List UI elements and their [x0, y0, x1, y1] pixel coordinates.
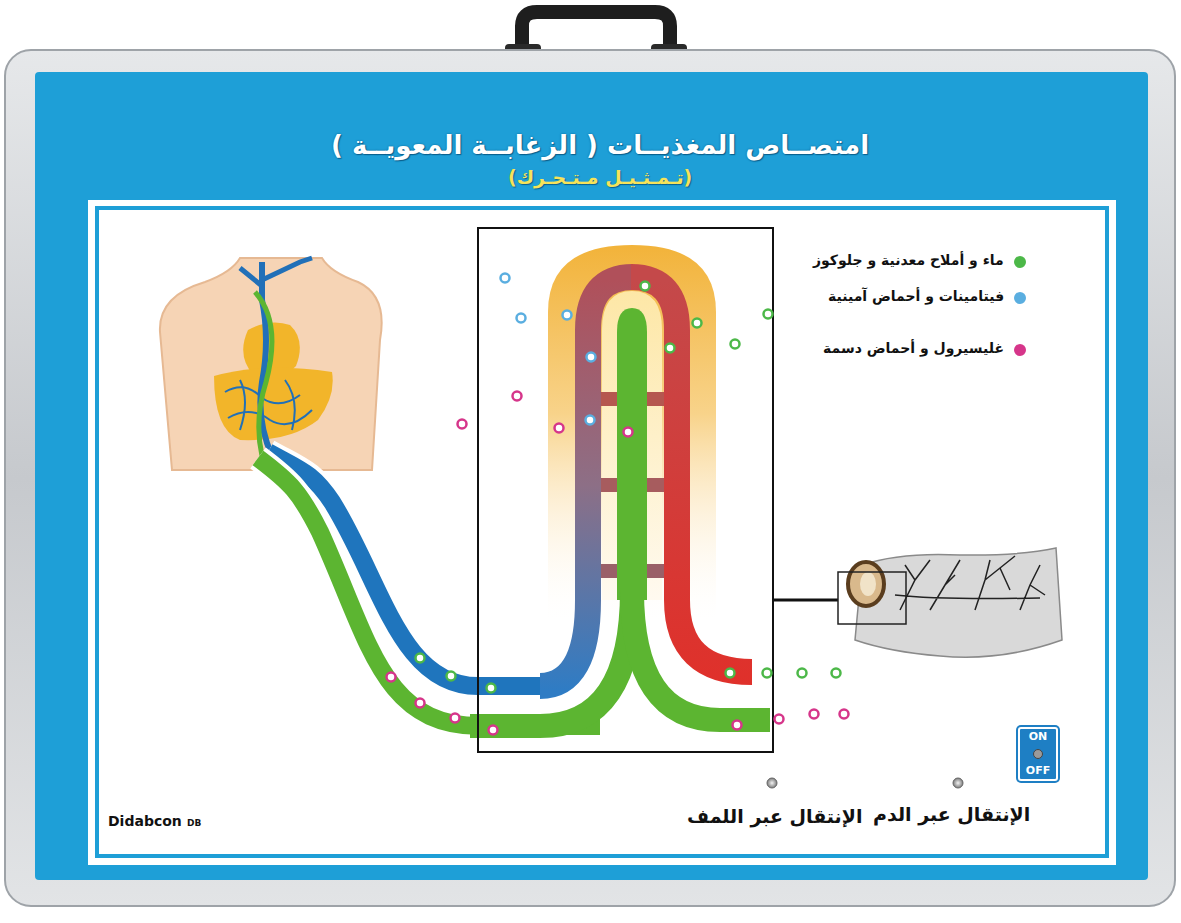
- power-switch: ON OFF: [1018, 727, 1058, 781]
- label-text: DB: [187, 818, 201, 829]
- label-text: الإنتقال عبر الدم: [873, 803, 1030, 826]
- legend-text: فيتامينات و أحماض آمينية: [828, 288, 1004, 305]
- subtitle: (تـمـثـيـل مـتـحـرك): [508, 166, 692, 189]
- legend-swatch: [1014, 256, 1026, 268]
- legend-text: ماء و أملاح معدنية و جلوكوز: [813, 252, 1004, 269]
- legend-swatch: [1014, 344, 1026, 356]
- legend-swatch: [1014, 292, 1026, 304]
- switch-knob: [1033, 749, 1043, 759]
- legend-text: غليسيرول و أحماض دسمة: [823, 340, 1004, 357]
- switch-label: OFF: [1026, 765, 1050, 777]
- switch-label: ON: [1029, 731, 1048, 743]
- label-text: الإنتقال عبر اللمف: [687, 805, 862, 828]
- title: امتصــاص المغذيــات ( الزغابــة المعويــ…: [331, 130, 869, 161]
- label-text: Didabcon: [108, 813, 182, 830]
